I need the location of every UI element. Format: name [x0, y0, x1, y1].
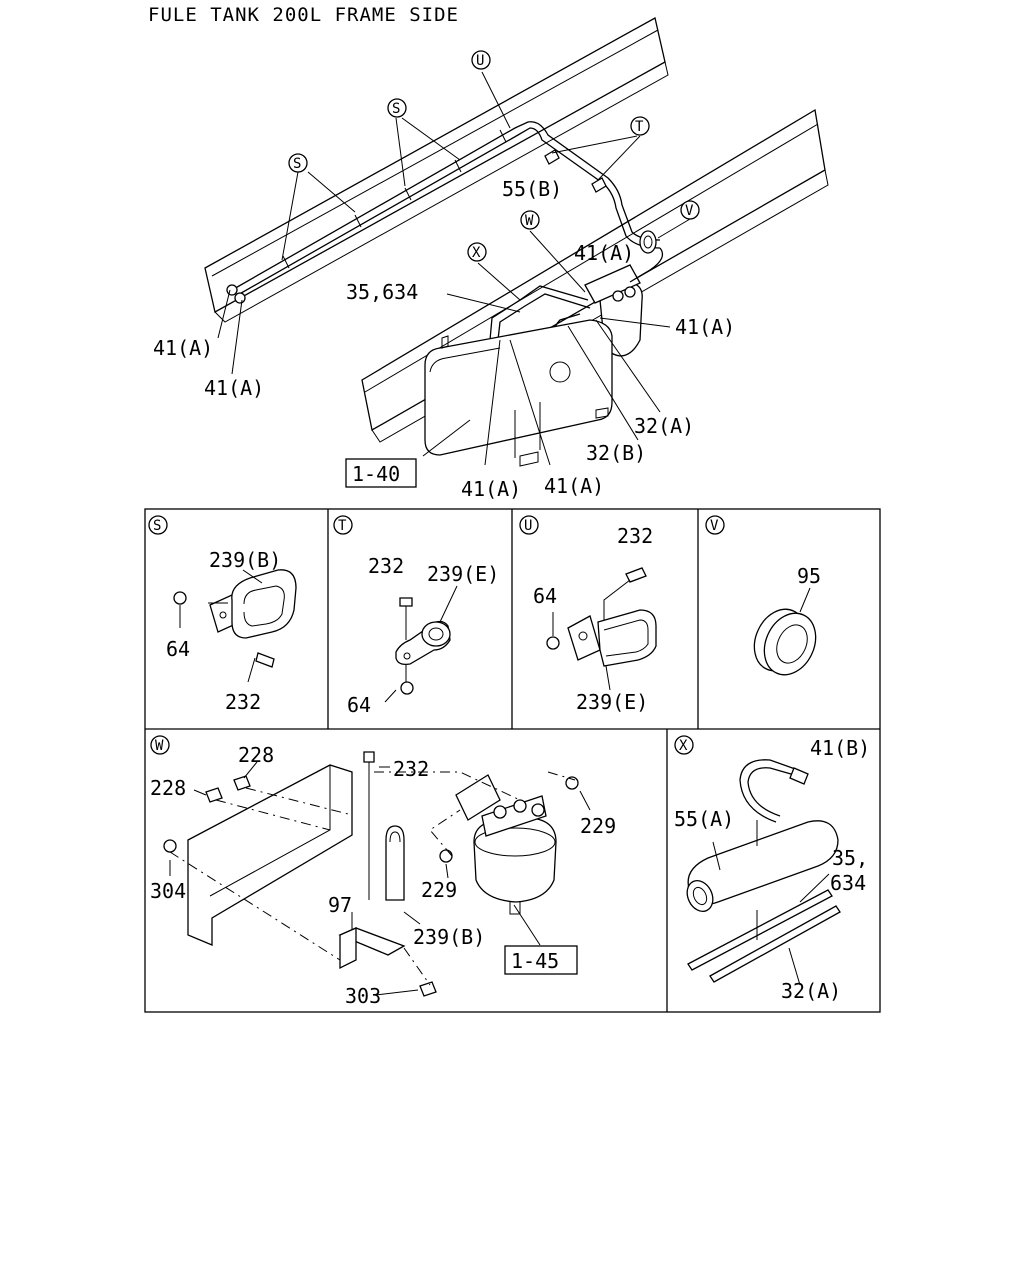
callout-S-2: S	[387, 98, 407, 118]
label-41a-left-1: 41(A)	[153, 336, 213, 360]
detail-W: W 228 228 232	[150, 735, 616, 1008]
callout-T: T	[630, 116, 650, 136]
label-U-239e: 239(E)	[576, 690, 648, 714]
frame-member	[187, 764, 353, 946]
label-W-229-2: 229	[421, 878, 457, 902]
label-32a: 32(A)	[634, 414, 694, 438]
label-X-55a: 55(A)	[674, 807, 734, 831]
label-X-634: 634	[830, 871, 866, 895]
detail-X: X 41(B) 55(A) 35, 634 32(A)	[674, 735, 870, 1003]
label-W-239b: 239(B)	[413, 925, 485, 949]
label-W-232: 232	[393, 757, 429, 781]
detail-U: U 232 64 239(E)	[519, 515, 657, 714]
ref-1-40: 1-40	[352, 462, 400, 486]
detail-V: V 95	[705, 515, 821, 676]
svg-text:U: U	[524, 518, 532, 534]
label-41a-right: 41(A)	[675, 315, 735, 339]
label-41a-top: 41(A)	[574, 241, 634, 265]
label-W-228-2: 228	[150, 776, 186, 800]
svg-text:X: X	[679, 738, 688, 754]
svg-text:X: X	[472, 245, 481, 261]
label-W-303: 303	[345, 984, 381, 1008]
svg-text:W: W	[525, 213, 534, 229]
callout-V: V	[680, 200, 700, 220]
svg-text:W: W	[155, 738, 164, 754]
label-S-239b: 239(B)	[209, 548, 281, 572]
callout-U: U	[471, 50, 491, 70]
label-U-232: 232	[617, 524, 653, 548]
label-S-64: 64	[166, 637, 190, 661]
svg-text:S: S	[392, 101, 400, 117]
label-41a-left-2: 41(A)	[204, 376, 264, 400]
label-35-634: 35,634	[346, 280, 418, 304]
label-W-97: 97	[328, 893, 352, 917]
detail-S: S 239(B) 64 232	[148, 515, 297, 714]
label-32b: 32(B)	[586, 441, 646, 465]
label-X-41b: 41(B)	[810, 736, 870, 760]
upper-frame-rail	[204, 17, 666, 313]
label-41a-bottom-1: 41(A)	[461, 477, 521, 501]
label-W-228-1: 228	[238, 743, 274, 767]
label-W-229-1: 229	[580, 814, 616, 838]
label-T-239e: 239(E)	[427, 562, 499, 586]
label-X-35: 35,	[832, 846, 868, 870]
label-V-95: 95	[797, 564, 821, 588]
svg-text:U: U	[476, 53, 484, 69]
svg-text:T: T	[635, 119, 644, 135]
svg-text:S: S	[153, 518, 161, 534]
label-41a-bottom-2: 41(A)	[544, 474, 604, 498]
svg-text:V: V	[685, 203, 694, 219]
label-T-64: 64	[347, 693, 371, 717]
callout-S-1: S	[288, 153, 308, 173]
fuel-tank	[424, 319, 613, 456]
label-55b: 55(B)	[502, 177, 562, 201]
svg-text:S: S	[293, 156, 301, 172]
detail-grid	[144, 508, 881, 1013]
leader-lines	[217, 71, 691, 466]
label-U-64: 64	[533, 584, 557, 608]
svg-text:V: V	[710, 518, 719, 534]
label-X-32a: 32(A)	[781, 979, 841, 1003]
label-T-232: 232	[368, 554, 404, 578]
callout-X: X	[467, 242, 487, 262]
overview-drawing: S S U T V W X 55(B) 41(A) 35,634 41(A) 4…	[153, 17, 829, 501]
detail-T: T 232 239(E) 64	[333, 515, 499, 717]
label-W-304: 304	[150, 879, 186, 903]
svg-text:T: T	[338, 518, 347, 534]
ref-1-45: 1-45	[511, 949, 559, 973]
callout-W: W	[520, 210, 540, 230]
diagram-title: FULE TANK 200L FRAME SIDE	[148, 4, 459, 26]
label-S-232: 232	[225, 690, 261, 714]
